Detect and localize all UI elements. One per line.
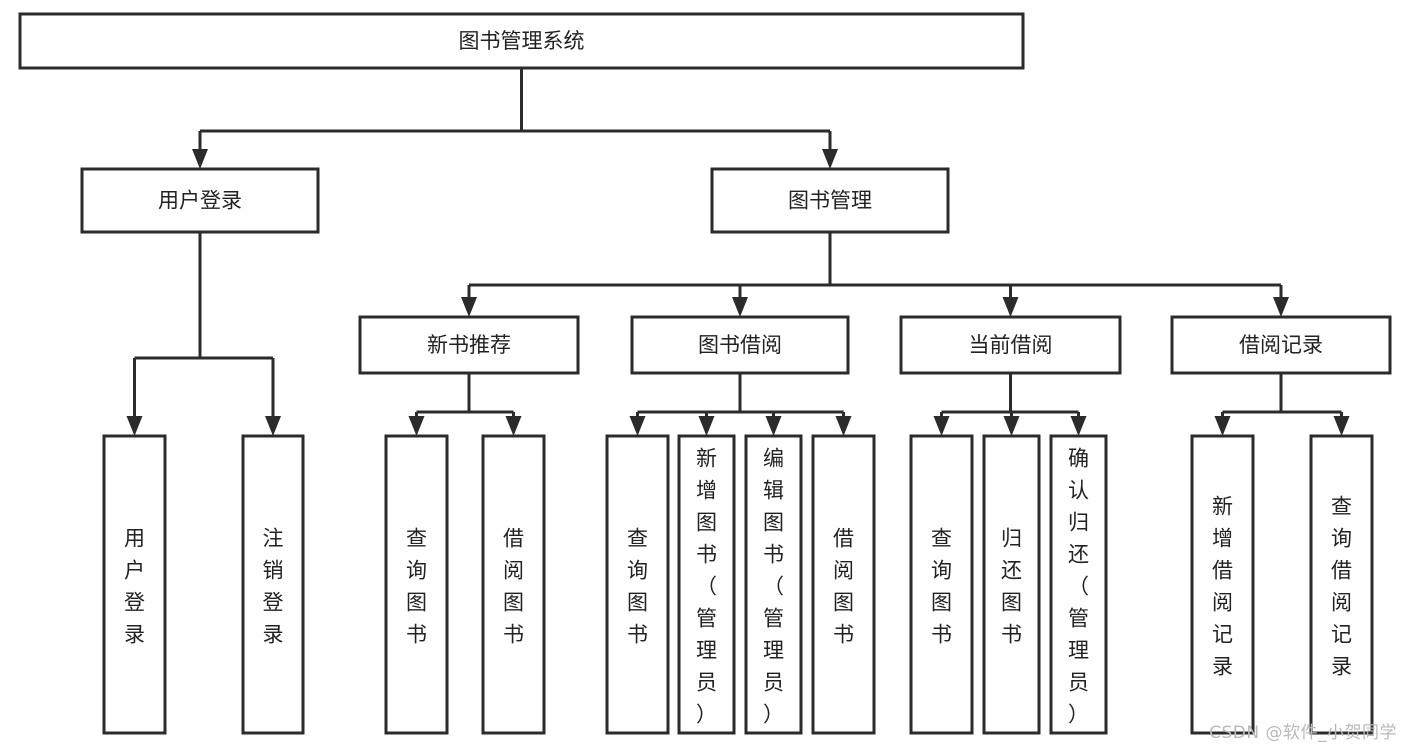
node-user-login[interactable]: 用户登录 <box>80 167 320 234</box>
arrow-head-icon <box>822 149 838 169</box>
arrow-head-icon <box>265 416 281 436</box>
node-label: 新增图书（管理员） <box>696 446 717 726</box>
arrow-head-icon <box>732 297 748 317</box>
node-label: 图书借阅 <box>698 333 782 357</box>
node-box <box>481 434 546 735</box>
node-box <box>677 434 736 735</box>
connector-group-current-borrow <box>933 373 1087 436</box>
node-label: 用户登录 <box>158 189 242 213</box>
connector-group-borrow-record <box>1214 373 1350 436</box>
arrow-head-icon <box>192 149 208 169</box>
arrow-head-icon <box>629 416 646 436</box>
node-box <box>909 434 974 735</box>
node-box <box>241 434 305 735</box>
arrow-head-icon <box>1214 416 1231 436</box>
node-leaf-query-book-3[interactable]: 查询图书 <box>909 434 974 735</box>
node-current-borrow[interactable]: 当前借阅 <box>899 315 1122 375</box>
node-box <box>1170 315 1392 375</box>
node-label: 借阅图书 <box>503 526 524 646</box>
csdn-watermark: CSDN @软件_小贺同学 <box>1209 723 1397 743</box>
arrow-head-icon <box>765 416 782 436</box>
arrow-head-icon <box>933 416 950 436</box>
arrow-head-icon <box>835 416 852 436</box>
node-leaf-query-book-2[interactable]: 查询图书 <box>605 434 670 735</box>
node-box <box>811 434 876 735</box>
arrow-head-icon <box>1273 297 1289 317</box>
node-leaf-add-book[interactable]: 新增图书（管理员） <box>677 434 736 735</box>
node-label: 用户登录 <box>124 526 145 646</box>
node-label: 当前借阅 <box>969 333 1053 357</box>
node-leaf-confirm-return[interactable]: 确认归还（管理员） <box>1049 434 1108 735</box>
node-box <box>982 434 1041 735</box>
connector-group-root <box>192 68 838 169</box>
node-label: 借阅记录 <box>1239 333 1323 357</box>
node-label: 查询图书 <box>406 526 427 646</box>
connector-group-new-book-rec <box>408 373 522 436</box>
node-leaf-edit-book[interactable]: 编辑图书（管理员） <box>744 434 803 735</box>
node-leaf-add-record[interactable]: 新增借阅记录 <box>1190 434 1255 735</box>
node-leaf-borrow-book-1[interactable]: 借阅图书 <box>481 434 546 735</box>
node-box <box>1190 434 1255 735</box>
node-label: 新增借阅记录 <box>1212 494 1233 678</box>
node-root[interactable]: 图书管理系统 <box>18 12 1025 70</box>
node-box <box>102 434 167 735</box>
arrow-head-icon <box>698 416 715 436</box>
node-box <box>358 315 580 375</box>
arrow-head-icon <box>126 416 143 436</box>
node-box <box>744 434 803 735</box>
node-borrow-record[interactable]: 借阅记录 <box>1170 315 1392 375</box>
node-book-manage[interactable]: 图书管理 <box>710 167 950 234</box>
node-leaf-return-book[interactable]: 归还图书 <box>982 434 1041 735</box>
arrow-head-icon <box>1333 416 1350 436</box>
node-label: 注销登录 <box>263 526 284 646</box>
node-box <box>1049 434 1108 735</box>
connector-group-book-manage <box>461 232 1289 317</box>
node-box <box>899 315 1122 375</box>
node-label: 查询图书 <box>627 526 648 646</box>
connector-group-book-borrow <box>629 373 852 436</box>
node-box <box>710 167 950 234</box>
connector-group-user-login <box>126 232 281 436</box>
node-leaf-query-record[interactable]: 查询借阅记录 <box>1309 434 1374 735</box>
arrow-head-icon <box>461 297 477 317</box>
node-box <box>384 434 449 735</box>
node-leaf-query-book-1[interactable]: 查询图书 <box>384 434 449 735</box>
node-label: 借阅图书 <box>833 526 854 646</box>
arrow-head-icon <box>408 416 425 436</box>
node-box <box>630 315 850 375</box>
node-box <box>18 12 1025 70</box>
node-book-borrow[interactable]: 图书借阅 <box>630 315 850 375</box>
node-leaf-user-login[interactable]: 用户登录 <box>102 434 167 735</box>
arrow-head-icon <box>1002 297 1019 317</box>
arrow-head-icon <box>1070 416 1087 436</box>
node-label: 图书管理 <box>788 189 872 213</box>
node-label: 图书管理系统 <box>459 29 585 53</box>
arrow-head-icon <box>1003 416 1020 436</box>
node-label: 归还图书 <box>1001 526 1022 646</box>
node-label: 查询借阅记录 <box>1331 494 1352 678</box>
node-label: 编辑图书（管理员） <box>763 446 784 726</box>
node-label: 查询图书 <box>931 526 952 646</box>
node-leaf-borrow-book-2[interactable]: 借阅图书 <box>811 434 876 735</box>
node-box <box>1309 434 1374 735</box>
arrow-head-icon <box>505 416 522 436</box>
node-new-book-rec[interactable]: 新书推荐 <box>358 315 580 375</box>
connector-layer <box>126 68 1350 436</box>
node-layer: 图书管理系统用户登录图书管理新书推荐图书借阅当前借阅借阅记录用户登录注销登录查询… <box>18 12 1392 735</box>
node-leaf-logout[interactable]: 注销登录 <box>241 434 305 735</box>
node-box <box>605 434 670 735</box>
node-box <box>80 167 320 234</box>
node-label: 确认归还（管理员） <box>1068 446 1089 726</box>
node-label: 新书推荐 <box>427 333 511 357</box>
